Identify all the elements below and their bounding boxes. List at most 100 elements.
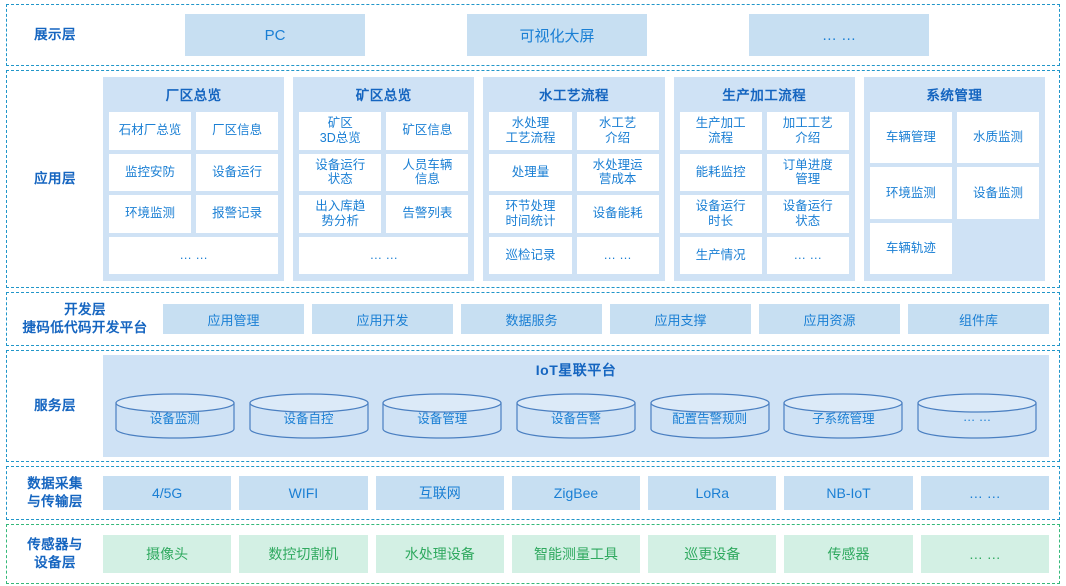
application-row: 石材厂总览厂区信息 — [109, 112, 279, 150]
application-cell[interactable]: 车辆管理 — [869, 112, 952, 164]
application-group: 水工艺流程水处理工艺流程水工艺介绍处理量水处理运营成本环节处理时间统计设备能耗巡… — [483, 77, 665, 281]
development-item[interactable]: 应用支撑 — [610, 304, 751, 334]
application-cell[interactable]: … … — [109, 236, 279, 274]
service-cylinder[interactable]: 设备监测 — [115, 392, 235, 439]
application-group-title: 水工艺流程 — [539, 88, 609, 103]
service-cylinder[interactable]: 设备自控 — [248, 392, 369, 439]
application-row: 环节处理时间统计设备能耗 — [489, 195, 659, 233]
presentation-layer-label: 展示层 — [34, 27, 76, 43]
application-cell[interactable]: 水处理运营成本 — [576, 153, 659, 191]
application-cell[interactable]: 告警列表 — [386, 195, 469, 233]
application-cell-empty — [957, 223, 1039, 274]
service-cylinder[interactable]: 配置告警规则 — [650, 392, 770, 439]
service-layer: 服务层 IoT星联平台 设备监测设备自控设备管理设备告警配置告警规则子系统管理…… — [6, 350, 1060, 462]
presentation-item-more[interactable]: … … — [749, 14, 929, 56]
application-cell[interactable]: 人员车辆信息 — [386, 153, 469, 191]
application-row: 巡检记录… … — [489, 236, 659, 274]
application-cell[interactable]: 环节处理时间统计 — [489, 195, 572, 233]
application-cell[interactable]: 水工艺介绍 — [576, 112, 659, 150]
application-cell[interactable]: … … — [766, 236, 849, 274]
application-row: 设备运行状态人员车辆信息 — [299, 153, 469, 191]
service-cylinder-label: 设备告警 — [550, 411, 601, 426]
service-cylinder[interactable]: 设备管理 — [382, 392, 502, 439]
development-item[interactable]: 数据服务 — [461, 304, 602, 334]
service-cylinder-row: 设备监测 设备自控设备管理 设备告警 配置告警规则子系统管理 … … — [103, 382, 1049, 457]
cylinder-icon — [650, 392, 770, 439]
application-cell[interactable]: 环境监测 — [109, 195, 192, 233]
data-transport-item[interactable]: LoRa — [648, 476, 777, 510]
data-transport-item[interactable]: 4/5G — [103, 476, 232, 510]
cylinder-icon — [783, 392, 903, 439]
presentation-layer-body: PC 可视化大屏 … … — [103, 5, 1059, 65]
application-cell[interactable]: 厂区信息 — [196, 112, 279, 150]
application-cell[interactable]: … … — [299, 236, 469, 274]
application-cell[interactable]: 水质监测 — [956, 112, 1040, 164]
service-cylinder[interactable]: 设备告警 — [516, 392, 636, 439]
iot-platform-title: IoT星联平台 — [535, 362, 617, 378]
sensor-device-item[interactable]: 水处理设备 — [375, 535, 504, 573]
application-cell[interactable]: 车辆轨迹 — [869, 222, 952, 274]
application-cell[interactable]: 巡检记录 — [489, 236, 572, 274]
development-item[interactable]: 组件库 — [908, 304, 1049, 334]
application-cell[interactable]: 设备运行时长 — [679, 195, 762, 233]
development-item[interactable]: 应用开发 — [312, 304, 453, 334]
application-cell[interactable]: 出入库趋势分析 — [299, 195, 382, 233]
data-transport-item[interactable]: NB-IoT — [784, 476, 913, 510]
cylinder-icon — [917, 392, 1037, 439]
sensor-device-layer-label: 传感器与设备层 — [27, 537, 83, 570]
application-cell[interactable]: 设备运行状态 — [766, 195, 849, 233]
sensor-device-item[interactable]: … … — [920, 535, 1049, 573]
application-group: 厂区总览石材厂总览厂区信息监控安防设备运行环境监测报警记录… … — [103, 77, 285, 281]
application-row: 能耗监控订单进度管理 — [679, 153, 849, 191]
application-cell[interactable]: 设备运行状态 — [299, 153, 382, 191]
application-cell[interactable]: 加工工艺介绍 — [766, 112, 849, 150]
application-cell[interactable]: 矿区信息 — [386, 112, 469, 150]
application-cell[interactable]: 生产加工流程 — [679, 112, 762, 150]
application-cell[interactable]: 水处理工艺流程 — [489, 112, 572, 150]
service-cylinder[interactable]: … … — [917, 392, 1037, 439]
service-cylinder-label: 设备监测 — [149, 411, 200, 426]
sensor-device-layer: 传感器与设备层 摄像头数控切割机水处理设备智能测量工具巡更设备传感器… … — [6, 524, 1060, 584]
data-transport-item[interactable]: … … — [920, 476, 1049, 510]
data-transport-item[interactable]: ZigBee — [511, 476, 641, 510]
application-cell[interactable]: 报警记录 — [196, 195, 279, 233]
development-item[interactable]: 应用管理 — [163, 304, 304, 334]
cylinder-icon — [248, 392, 369, 439]
development-item[interactable]: 应用资源 — [759, 304, 900, 334]
sensor-device-item[interactable]: 传感器 — [784, 535, 913, 573]
application-cell[interactable]: 石材厂总览 — [109, 112, 192, 150]
data-transport-item[interactable]: 互联网 — [375, 476, 504, 510]
application-cell[interactable]: 生产情况 — [679, 236, 762, 274]
application-cell[interactable]: 设备能耗 — [576, 195, 659, 233]
application-cell[interactable]: 环境监测 — [869, 167, 952, 219]
sensor-device-layer-body: 摄像头数控切割机水处理设备智能测量工具巡更设备传感器… … — [103, 525, 1059, 583]
presentation-layer: 展示层 PC 可视化大屏 … … — [6, 4, 1060, 66]
application-cell[interactable]: 设备运行 — [196, 153, 279, 191]
data-transport-item[interactable]: WIFI — [239, 476, 368, 510]
iot-platform-panel: IoT星联平台 设备监测 设备自控设备管理 设备告警 配置告警规则子系统管理 … … — [103, 355, 1049, 457]
sensor-device-item[interactable]: 智能测量工具 — [511, 535, 641, 573]
application-cell[interactable]: … … — [576, 236, 659, 274]
application-cell[interactable]: 能耗监控 — [679, 153, 762, 191]
sensor-device-item[interactable]: 数控切割机 — [239, 535, 368, 573]
application-row: … … — [109, 236, 279, 274]
service-cylinder[interactable]: 子系统管理 — [783, 392, 903, 439]
presentation-item-pc[interactable]: PC — [185, 14, 365, 56]
application-cell[interactable]: 订单进度管理 — [766, 153, 849, 191]
presentation-item-bigscreen[interactable]: 可视化大屏 — [467, 14, 647, 56]
application-cell[interactable]: 处理量 — [489, 153, 572, 191]
application-row: 水处理工艺流程水工艺介绍 — [489, 112, 659, 150]
application-layer-label: 应用层 — [34, 171, 76, 187]
application-cell[interactable]: 设备监测 — [956, 167, 1040, 219]
sensor-device-item[interactable]: 巡更设备 — [648, 535, 777, 573]
application-row: 监控安防设备运行 — [109, 153, 279, 191]
application-group-title: 矿区总览 — [355, 88, 412, 103]
application-cell[interactable]: 监控安防 — [109, 153, 192, 191]
sensor-device-item[interactable]: 摄像头 — [103, 535, 232, 573]
